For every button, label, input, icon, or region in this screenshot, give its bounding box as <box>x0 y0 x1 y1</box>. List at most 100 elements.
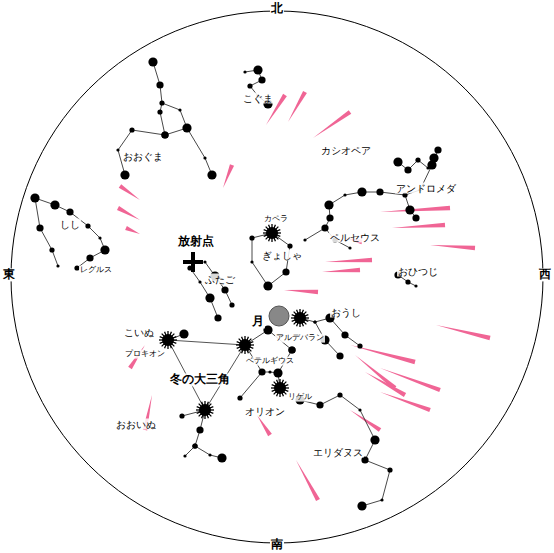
constellation-line <box>185 410 205 456</box>
star-dot <box>129 127 134 132</box>
star-dot <box>303 238 306 241</box>
star-dot <box>243 70 246 73</box>
star-dot <box>182 123 191 132</box>
meteor-group <box>117 91 491 501</box>
direction-label: 東 <box>2 268 16 281</box>
sky-label: こいぬ <box>123 327 155 338</box>
sky-label: しし <box>59 219 81 230</box>
star-core <box>199 404 211 416</box>
star-dot <box>322 225 327 230</box>
star-dot <box>258 368 265 375</box>
star-dot <box>184 125 189 130</box>
sky-label: レグルス <box>79 266 113 275</box>
star-dot <box>157 109 162 114</box>
sky-label: エリダヌス <box>312 447 364 458</box>
meteor-streak <box>430 245 475 250</box>
bright-star <box>196 401 214 419</box>
star-dot <box>426 166 429 169</box>
star-dot <box>341 331 348 338</box>
star-dot <box>282 268 289 275</box>
star-dot <box>288 346 295 353</box>
star-core <box>239 339 251 351</box>
sky-label: おおいぬ <box>115 419 157 430</box>
star-dot <box>321 224 328 231</box>
meteor-streak <box>117 206 140 220</box>
star-dot <box>358 408 361 411</box>
star-dot <box>237 395 242 400</box>
meteor-streak <box>288 91 307 122</box>
sky-label: ペルセウス <box>329 232 381 243</box>
bright-stars <box>159 224 309 419</box>
star-dot <box>415 157 420 162</box>
star-dot <box>263 281 272 290</box>
star-dot <box>178 108 181 111</box>
constellation-line <box>329 150 438 205</box>
meteor-streak <box>125 226 140 234</box>
star-dot <box>249 235 254 240</box>
sky-label: 冬の大三角 <box>169 373 231 386</box>
star-dot <box>273 368 282 377</box>
meteor-streak <box>325 258 372 262</box>
sky-label: ベテルギウス <box>245 357 295 366</box>
direction-label: 北 <box>270 2 284 15</box>
star-dot <box>250 260 253 263</box>
star-dot <box>198 280 201 283</box>
sky-label: アンドロメダ <box>395 183 457 194</box>
star-dot <box>370 435 379 444</box>
sky-label: プロキオン <box>124 350 166 359</box>
sky-label: おひつじ <box>397 266 439 277</box>
sky-label: アルデバラン <box>275 334 325 343</box>
sky-label: 放射点 <box>177 235 215 248</box>
star-dot <box>203 260 206 263</box>
star-dot <box>50 200 59 209</box>
star-core <box>266 227 278 239</box>
bright-star <box>263 224 281 242</box>
star-dot <box>357 343 362 348</box>
meteor-streak <box>355 355 396 390</box>
star-dot <box>434 146 441 153</box>
star-dot <box>148 57 157 66</box>
star-dot <box>403 193 406 196</box>
meteor-streak <box>322 268 360 272</box>
star-dot <box>326 202 331 207</box>
star-dot <box>120 170 129 179</box>
star-dot <box>161 131 168 138</box>
sky-label: おおぐま <box>122 151 164 162</box>
star-dot <box>387 467 392 472</box>
star-dot <box>56 264 59 267</box>
meteor-streak <box>380 206 450 212</box>
constellation-line <box>35 198 105 268</box>
meteor-streak <box>392 223 445 228</box>
star-dot <box>316 401 323 408</box>
star-dot <box>214 314 221 321</box>
constellation-line <box>153 62 187 135</box>
constellation-line <box>300 395 390 506</box>
horizon-circle <box>11 11 543 543</box>
sky-label: おうし <box>330 307 362 318</box>
meteor-streak <box>296 460 320 501</box>
direction-label: 南 <box>270 538 284 551</box>
star-dot <box>337 392 342 397</box>
star-dot <box>49 247 54 252</box>
star-dot <box>196 426 203 433</box>
star-dot <box>98 236 101 239</box>
star-core <box>274 382 286 394</box>
moon <box>269 306 289 326</box>
bright-star <box>159 331 177 349</box>
bright-star <box>236 336 254 354</box>
sky-label: 月 <box>251 315 265 328</box>
sky-label: カシオペア <box>320 145 372 156</box>
star-dot <box>253 65 262 74</box>
star-dot <box>259 369 264 374</box>
star-dot <box>116 148 119 151</box>
star-dot <box>414 284 417 287</box>
meteor-streak <box>257 415 272 436</box>
meteor-streak <box>284 290 318 294</box>
meteor-streak <box>119 184 140 200</box>
star-dot <box>313 320 316 323</box>
star-dot <box>258 76 265 83</box>
star-dot <box>192 443 197 448</box>
star-dot <box>376 188 383 195</box>
sky-label: ふたご <box>204 274 236 285</box>
